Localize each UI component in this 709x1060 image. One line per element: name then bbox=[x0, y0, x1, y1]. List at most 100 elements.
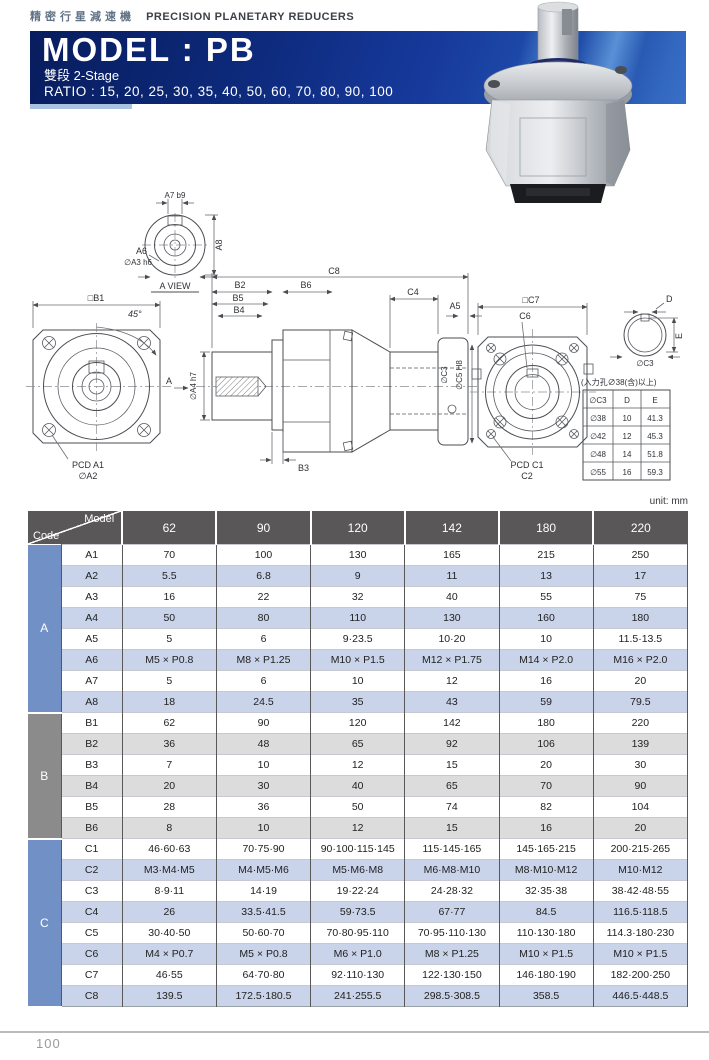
value-cell: 32·35·38 bbox=[498, 880, 594, 902]
value-cell: 17 bbox=[592, 565, 689, 587]
value-cell: 12 bbox=[404, 670, 499, 692]
bore-cell: 51.8 bbox=[647, 450, 663, 459]
value-cell: 30 bbox=[215, 775, 311, 797]
value-cell: 70·75·90 bbox=[215, 838, 311, 860]
code-cell: C3 bbox=[60, 880, 123, 902]
value-cell: 64·70·80 bbox=[215, 964, 311, 986]
corner-model-label: Model bbox=[84, 513, 115, 525]
bore-cell: 10 bbox=[623, 414, 632, 423]
code-cell: A2 bbox=[60, 565, 123, 587]
value-cell: 5 bbox=[121, 628, 217, 650]
gearbox-illustration bbox=[483, 1, 633, 203]
dim-label-c2: C2 bbox=[521, 471, 533, 481]
value-cell: 5 bbox=[121, 670, 217, 692]
value-cell: M8·M10·M12 bbox=[498, 859, 594, 881]
header-chinese: 精密行星減速機 bbox=[30, 11, 135, 23]
dim-label-b5: B5 bbox=[232, 293, 243, 303]
header-english: PRECISION PLANETARY REDUCERS bbox=[146, 11, 355, 23]
value-cell: 142 bbox=[404, 712, 499, 734]
value-cell: 24.5 bbox=[215, 691, 311, 713]
value-cell: 14·19 bbox=[215, 880, 311, 902]
section-label-a: A bbox=[28, 544, 62, 714]
value-cell: 16 bbox=[498, 670, 594, 692]
dim-label-45deg: 45° bbox=[128, 309, 142, 319]
dim-label-a2: ∅A2 bbox=[79, 471, 98, 481]
product-photo bbox=[483, 1, 633, 203]
value-cell: 11 bbox=[404, 565, 499, 587]
value-cell: M6·M8·M10 bbox=[404, 859, 499, 881]
footer-divider bbox=[0, 1031, 709, 1033]
bore-cell: 41.3 bbox=[647, 414, 663, 423]
value-cell: 74 bbox=[404, 796, 499, 818]
page-number: 100 bbox=[36, 1036, 61, 1051]
model-col-header: 142 bbox=[403, 511, 499, 545]
value-cell: 20 bbox=[498, 754, 594, 776]
value-cell: 65 bbox=[404, 775, 499, 797]
value-cell: 20 bbox=[121, 775, 217, 797]
dim-label-b1: □B1 bbox=[88, 293, 104, 303]
value-cell: 43 bbox=[404, 691, 499, 713]
dim-label-a4: ∅A4 h7 bbox=[189, 372, 198, 400]
bore-cell: 12 bbox=[623, 432, 632, 441]
value-cell: M12 × P1.75 bbox=[404, 649, 499, 671]
value-cell: 32 bbox=[310, 586, 405, 608]
value-cell: 33.5·41.5 bbox=[215, 901, 311, 923]
value-cell: 46·60·63 bbox=[121, 838, 217, 860]
value-cell: 28 bbox=[121, 796, 217, 818]
value-cell: 36 bbox=[121, 733, 217, 755]
code-cell: A1 bbox=[60, 544, 123, 566]
value-cell: 48 bbox=[215, 733, 311, 755]
bore-th-c3: ∅C3 bbox=[589, 396, 607, 405]
dim-label-a8: A8 bbox=[214, 239, 224, 250]
value-cell: 20 bbox=[592, 817, 689, 839]
value-cell: M8 × P1.25 bbox=[215, 649, 311, 671]
value-cell: 8·9·11 bbox=[121, 880, 217, 902]
value-cell: 59·73.5 bbox=[310, 901, 405, 923]
value-cell: 160 bbox=[498, 607, 594, 629]
value-cell: 90 bbox=[215, 712, 311, 734]
code-cell: B1 bbox=[60, 712, 123, 734]
value-cell: 106 bbox=[498, 733, 594, 755]
a-view-caption: A VIEW bbox=[159, 281, 191, 291]
value-cell: 8 bbox=[121, 817, 217, 839]
value-cell: 15 bbox=[404, 817, 499, 839]
bore-cell: 14 bbox=[623, 450, 632, 459]
code-cell: C2 bbox=[60, 859, 123, 881]
value-cell: 36 bbox=[215, 796, 311, 818]
bore-cell: ∅42 bbox=[590, 432, 606, 441]
bore-cell: 16 bbox=[623, 468, 632, 477]
model-col-header: 180 bbox=[497, 511, 594, 545]
code-cell: B5 bbox=[60, 796, 123, 818]
dim-label-a3: ∅A3 h6 bbox=[124, 258, 152, 267]
code-cell: A6 bbox=[60, 649, 123, 671]
value-cell: 180 bbox=[592, 607, 689, 629]
corner-code-label: Code bbox=[33, 530, 60, 542]
value-cell: 50 bbox=[121, 607, 217, 629]
input-table-note: (入力孔∅38(含)以上) bbox=[581, 377, 657, 387]
value-cell: 100 bbox=[215, 544, 311, 566]
value-cell: M14 × P2.0 bbox=[498, 649, 594, 671]
value-cell: 241·255.5 bbox=[310, 985, 405, 1007]
front-view-drawing: □B1 45° A PCD A1 ∅A2 bbox=[26, 293, 189, 481]
value-cell: 13 bbox=[498, 565, 594, 587]
value-cell: 114.3·180·230 bbox=[592, 922, 689, 944]
bore-cell: 59.3 bbox=[647, 468, 663, 477]
value-cell: 82 bbox=[498, 796, 594, 818]
value-cell: 15 bbox=[404, 754, 499, 776]
value-cell: 10 bbox=[310, 670, 405, 692]
value-cell: 130 bbox=[310, 544, 405, 566]
code-cell: C8 bbox=[60, 985, 123, 1007]
dim-label-a7: A7 b9 bbox=[165, 191, 186, 200]
value-cell: M3·M4·M5 bbox=[121, 859, 217, 881]
value-cell: 6 bbox=[215, 628, 311, 650]
